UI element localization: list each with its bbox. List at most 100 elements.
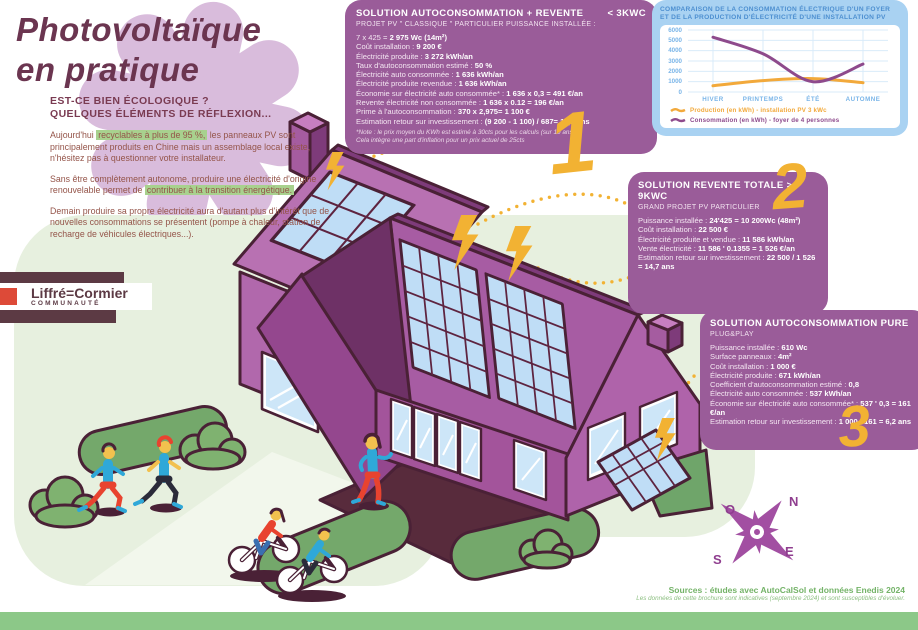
solution1-note-line1: *Note : le prix moyen du KWh est estimé … xyxy=(356,128,577,136)
intro-p3-text: Demain produire sa propre électricité au… xyxy=(50,205,330,239)
solution1-title-text: SOLUTION AUTOCONSOMMATION + REVENTE xyxy=(356,8,584,19)
cyclist-2 xyxy=(275,527,349,602)
solution-line: Taux d'autoconsommation estimé : 50 % xyxy=(356,60,493,70)
chart-y-tick-label: 3000 xyxy=(668,57,682,65)
solution-line: Vente électricité : 11 586 ' 0.1355 = 1 … xyxy=(638,243,795,253)
chart-series-line xyxy=(711,77,865,88)
solution-line: Coefficient d'autoconsommation estimé : … xyxy=(710,380,860,390)
chart-legend-production: Production (en kWh) - installation PV 3 … xyxy=(670,105,839,115)
marker-number-2: 2 xyxy=(769,148,811,224)
compass-west-label: O xyxy=(725,502,736,517)
chart-y-tick-label: 6000 xyxy=(668,26,682,34)
chart-plot-area: Production (en kWh) - installation PV 3 … xyxy=(660,25,900,128)
logo-red-square-icon xyxy=(0,288,17,305)
compass-rose xyxy=(720,500,794,564)
intro-p2-pre: Sans être complètement autonome, produir… xyxy=(50,173,317,196)
solution-line: Estimation retour sur investissement : 1… xyxy=(710,417,912,427)
solution-card-2: SOLUTION REVENTE TOTALE > 9KWC GRAND PRO… xyxy=(628,172,828,314)
chart-title: COMPARAISON DE LA CONSOMMATION ÉLECTRIQU… xyxy=(660,6,891,21)
solution-line: Électricité produite : 3 272 kWh/an xyxy=(356,51,473,61)
chart-y-tick-label: 5000 xyxy=(668,36,682,44)
chart-legend-consumption: Consommation (en kWh) - foyer de 4 perso… xyxy=(670,115,839,125)
page-title-line2: en pratique xyxy=(16,51,200,88)
solution-card-3: SOLUTION AUTOCONSOMMATION PURE PLUG&PLAY… xyxy=(700,310,918,450)
chart-x-tick-label: AUTOMNE xyxy=(845,96,881,103)
solution3-title-text: SOLUTION AUTOCONSOMMATION PURE xyxy=(710,318,909,329)
legend-swatch-production xyxy=(670,107,686,112)
chart-y-tick-label: 4000 xyxy=(668,47,682,55)
intro-p1-pre: Aujourd'hui xyxy=(50,130,97,140)
solution2-lines: Puissance installée : 24'425 = 10 200Wc … xyxy=(638,216,818,272)
intro-paragraph-1: Aujourd'hui recyclables à plus de 95 %, … xyxy=(50,130,342,165)
solution-card-1: SOLUTION AUTOCONSOMMATION + REVENTE < 3K… xyxy=(345,0,657,154)
solution-line: Électricité auto consommée : 537 kWh/an xyxy=(710,389,852,399)
intro-p1-post: les panneaux PV sont principalement prod… xyxy=(50,130,311,163)
solution1-lines: 7 x 425 = 2 975 Wc (14m²)Coût installati… xyxy=(356,33,646,126)
compass-north-label: N xyxy=(789,494,799,509)
people xyxy=(77,432,393,602)
logo-name2: Cormier xyxy=(74,285,128,301)
legend-swatch-consumption xyxy=(670,117,686,122)
chart-series-line xyxy=(711,35,865,84)
solution1-power-badge: < 3KWC xyxy=(607,8,646,19)
runner-1 xyxy=(77,442,127,517)
sources-line1: Sources : études avec AutoCalSol et donn… xyxy=(668,585,905,595)
solution2-title: SOLUTION REVENTE TOTALE > 9KWC xyxy=(638,180,818,202)
solution2-title-text: SOLUTION REVENTE TOTALE > 9KWC xyxy=(638,180,793,202)
runner-2 xyxy=(133,435,183,513)
intro-p2-highlight: contribuer à la transition énergétique. xyxy=(144,185,295,195)
logo-subtitle: COMMUNAUTÉ xyxy=(31,300,101,307)
ground-solar-panel xyxy=(596,428,714,518)
solar-panel-main-roof-right xyxy=(484,272,577,431)
solution1-title: SOLUTION AUTOCONSOMMATION + REVENTE < 3K… xyxy=(356,8,646,19)
lightning-bolt-icon xyxy=(452,215,479,271)
page-title: Photovoltaïque en pratique xyxy=(16,10,261,90)
comparison-chart-card: COMPARAISON DE LA CONSOMMATION ÉLECTRIQU… xyxy=(652,0,908,136)
solution-line: Électricité produite et vendue : 11 586 … xyxy=(638,234,795,244)
ridge-end-block xyxy=(646,313,684,354)
liffre-cormier-logo: Liffré=Cormier COMMUNAUTÉ xyxy=(0,272,152,323)
solution-line: Économie sur électricité auto consommée*… xyxy=(710,398,911,418)
solution-line: Puissance installée : 610 Wc xyxy=(710,343,808,352)
solution-line: Revente électricité non consommée : 1 63… xyxy=(356,98,564,108)
asterisk-flower-shape xyxy=(78,1,312,235)
chart-x-tick-label: HIVER xyxy=(702,96,724,103)
solution-line: Économie sur électricité auto consommée*… xyxy=(356,88,583,98)
chart-y-tick-label: 0 xyxy=(678,88,682,96)
marker-number-1: 1 xyxy=(543,92,601,194)
chart-legend: Production (en kWh) - installation PV 3 … xyxy=(670,105,839,125)
cyclist-1 xyxy=(227,507,301,582)
solution-line: Surface panneaux : 4m² xyxy=(710,352,792,362)
solution-line: Puissance installée : 24'425 = 10 200Wc … xyxy=(638,216,801,225)
solution2-subtitle: GRAND PROJET PV PARTICULIER xyxy=(638,204,760,211)
solution-line: Électricité produite : 671 kWh/an xyxy=(710,370,821,380)
sources-note: Sources : études avec AutoCalSol et donn… xyxy=(636,585,905,602)
solution1-note-line2: Cela intègre une part d'inflation pour u… xyxy=(356,136,525,144)
solution-line: Estimation retour sur investissement : (… xyxy=(356,116,590,126)
intro-heading-line2: QUELQUES ÉLÉMENTS DE RÉFLEXION... xyxy=(50,108,272,120)
page-title-line1: Photovoltaïque xyxy=(16,11,262,48)
bottom-green-bar xyxy=(0,612,918,630)
lightning-bolt-icon xyxy=(655,418,676,462)
solution-line: 7 x 425 = 2 975 Wc (14m²) xyxy=(356,33,447,42)
solution1-note: *Note : le prix moyen du KWh est estimé … xyxy=(356,129,646,144)
sources-line2: Les données de cette brochure sont indic… xyxy=(636,595,905,602)
solution-line: Électricité produite revendue : 1 636 kW… xyxy=(356,79,507,89)
intro-paragraph-3: Demain produire sa propre électricité au… xyxy=(50,206,342,241)
compass-east-label: E xyxy=(785,544,794,559)
solution1-subtitle: PROJET PV " CLASSIQUE " PARTICULIER PUIS… xyxy=(356,21,596,28)
logo-separator: = xyxy=(66,285,75,301)
chart-x-tick-label: ÉTÉ xyxy=(806,96,820,103)
compass-south-label: S xyxy=(713,552,722,567)
chart-canvas xyxy=(688,29,888,93)
solution-line: Coût installation : 9 200 € xyxy=(356,42,442,52)
logo-band: Liffré=Cormier COMMUNAUTÉ xyxy=(0,283,152,310)
solution-line: Électricité auto consommée : 1 636 kWh/a… xyxy=(356,70,504,80)
front-wall-windows xyxy=(389,397,548,502)
lightning-bolt-icon xyxy=(506,226,533,282)
solution-line: Coût installation : 22 500 € xyxy=(638,225,728,235)
logo-top-bar xyxy=(0,272,124,283)
